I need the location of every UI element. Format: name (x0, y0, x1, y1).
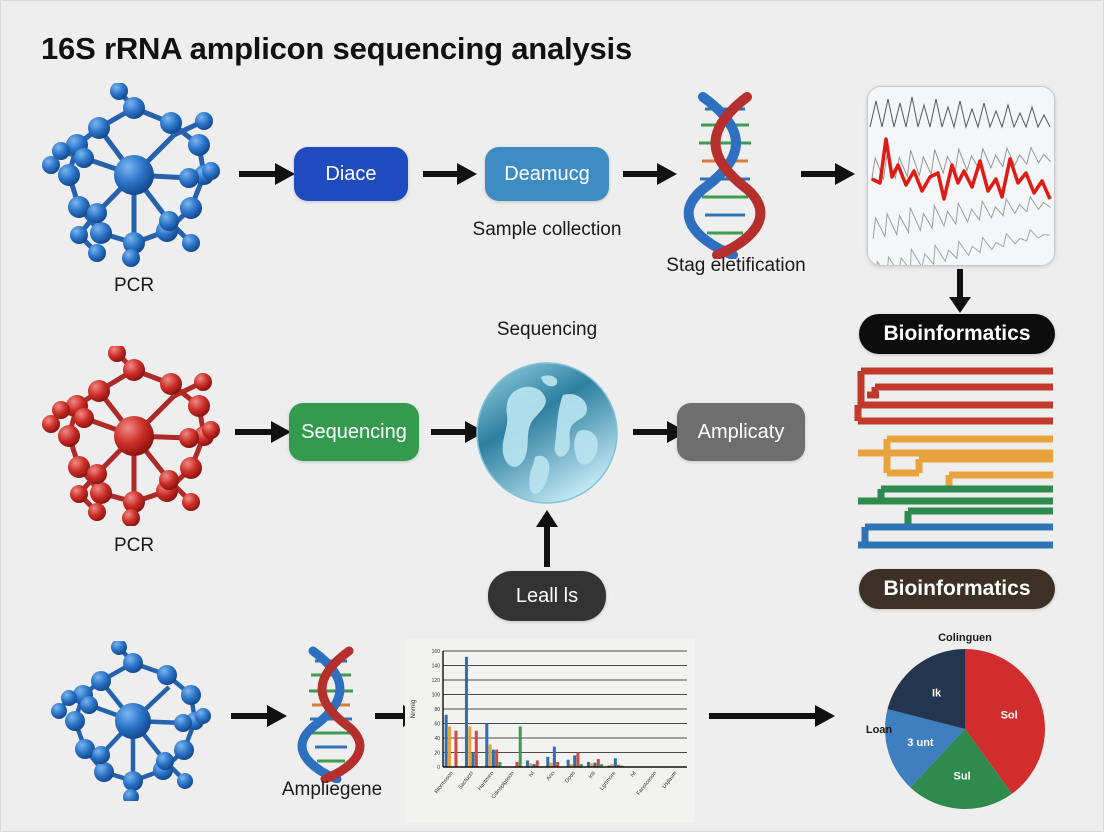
process-node-leall-ls[interactable]: Leall ls (488, 571, 606, 621)
arrow-right-icon (233, 417, 293, 447)
arrow-right-icon (229, 701, 289, 731)
process-node-deamucg[interactable]: Deamucg (485, 147, 609, 201)
globe-icon (475, 361, 619, 505)
process-node-leall-ls-label: Leall ls (515, 584, 579, 607)
svg-text:Nnmig: Nnmig (410, 699, 417, 718)
svg-text:80: 80 (434, 707, 440, 713)
badge-bioinformatics-top[interactable]: Bioinformatics (859, 314, 1055, 354)
arrow-down-icon (945, 267, 975, 315)
svg-text:140: 140 (432, 664, 441, 670)
figure-title: 16S rRNA amplicon sequencing analysis (41, 31, 632, 66)
svg-text:Sol: Sol (1001, 710, 1018, 722)
svg-text:Ivl: Ivl (528, 771, 536, 779)
badge-bioinformatics-top-label: Bioinformatics (883, 322, 1031, 345)
svg-text:60: 60 (434, 722, 440, 728)
globe-caption: Sequencing (496, 319, 598, 340)
svg-text:160: 160 (432, 649, 441, 655)
dna-helix-icon-1 (677, 87, 773, 260)
process-node-amplicaty-label: Amplicaty (697, 420, 785, 443)
arrow-right-icon (707, 701, 837, 731)
process-node-amplicaty[interactable]: Amplicaty (677, 403, 805, 461)
process-node-sequencing[interactable]: Sequencing (289, 403, 419, 461)
row2-molecule-label: PCR (113, 535, 155, 556)
svg-text:Sul: Sul (954, 770, 971, 782)
molecule-model-red (39, 344, 229, 527)
ampliegene-label: Ampliegene (281, 779, 383, 800)
badge-bioinformatics-bottom-label: Bioinformatics (883, 577, 1031, 600)
svg-text:40: 40 (434, 736, 440, 742)
svg-text:3 unt: 3 unt (907, 737, 934, 749)
process-node-deamucg-label: Deamucg (504, 162, 590, 185)
process-node-diace[interactable]: Diace (294, 147, 408, 201)
arrow-right-icon (237, 159, 297, 189)
stag-eletification-label: Stag eletification (666, 255, 806, 276)
arrow-right-icon (799, 159, 857, 189)
svg-text:120: 120 (432, 678, 441, 684)
arrow-up-icon (532, 507, 562, 569)
arrow-right-icon (421, 159, 479, 189)
dna-helix-icon-2 (291, 643, 371, 784)
svg-text:0: 0 (437, 765, 440, 771)
electropherogram-panel (867, 86, 1055, 266)
svg-text:Ivl: Ivl (630, 771, 638, 779)
svg-text:100: 100 (432, 693, 441, 699)
molecule-model-blue-1 (39, 82, 229, 268)
arrow-right-icon (621, 159, 679, 189)
svg-text:Ann: Ann (546, 771, 557, 782)
svg-text:20: 20 (434, 751, 440, 757)
process-node-diace-label: Diace (325, 162, 377, 185)
svg-text:Ik: Ik (932, 687, 942, 699)
molecule-model-blue-2 (49, 639, 217, 805)
svg-text:Iriti: Iriti (588, 771, 597, 780)
svg-text:Loan: Loan (866, 724, 893, 736)
svg-text:Colinguen: Colinguen (938, 632, 992, 644)
process-node-sequencing-label: Sequencing (301, 420, 407, 443)
row1-molecule-label: PCR (113, 275, 155, 296)
phylogenetic-tree (853, 363, 1058, 553)
badge-bioinformatics-bottom[interactable]: Bioinformatics (859, 569, 1055, 609)
sample-collection-label: Sample collection (472, 219, 622, 240)
